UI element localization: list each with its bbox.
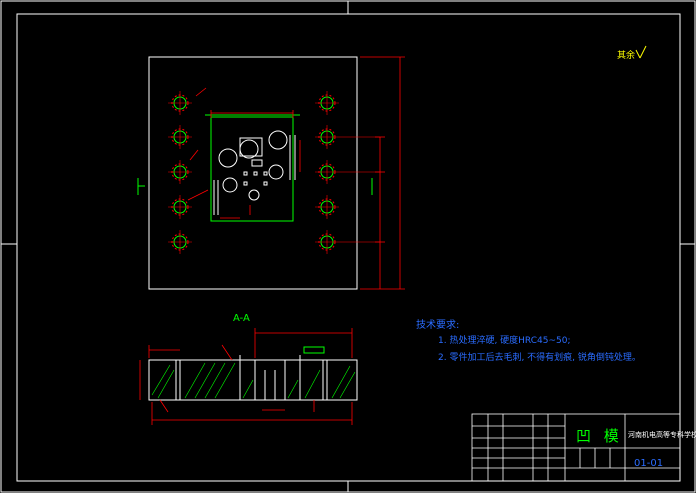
roughness-symbol-icon [635, 45, 647, 59]
section-hatching [151, 362, 356, 399]
section-label: A-A [233, 313, 250, 324]
part-name: 凹 模 [576, 427, 623, 445]
section-view [148, 346, 358, 401]
section-dimensions [139, 328, 353, 425]
school-name: 河南机电高等专科学校 [628, 431, 696, 439]
hole-centerlines [168, 91, 380, 254]
drawing-code: 01-01 [634, 458, 664, 469]
section-marks [137, 178, 373, 195]
plan-dimensions [187, 56, 405, 290]
title-block [471, 413, 681, 482]
die-cavity [205, 114, 300, 222]
note-item: 2. 零件加工后去毛刺, 不得有划痕, 锐角倒钝处理。 [438, 353, 641, 363]
plan-view-outline [148, 56, 358, 290]
roughness-note: 其余 [617, 51, 636, 61]
notes-title: 技术要求: [416, 320, 460, 331]
note-item: 1. 热处理淬硬, 硬度HRC45~50; [438, 336, 571, 346]
